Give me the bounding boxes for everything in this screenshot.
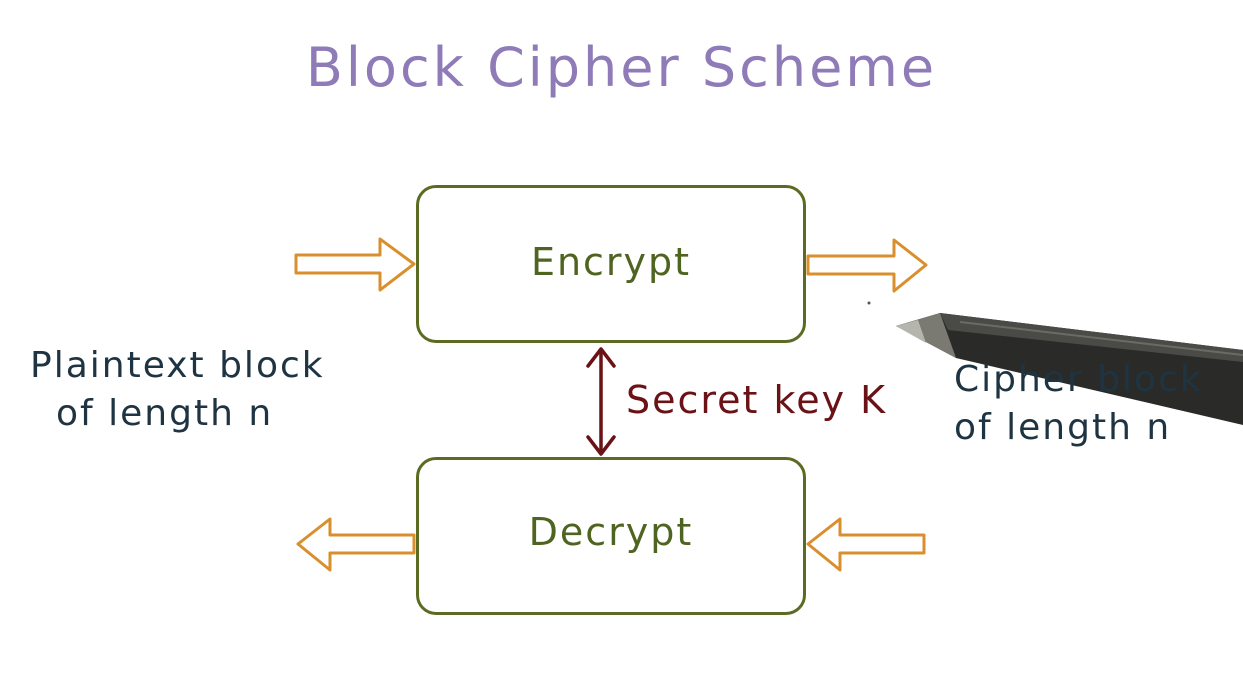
ciphertext-in-arrow — [806, 517, 926, 572]
ink-dot — [867, 301, 871, 305]
plaintext-in-arrow — [294, 237, 416, 292]
plaintext-label-line2: of length n — [56, 393, 274, 434]
secret-key-arrow — [586, 347, 616, 456]
decrypt-box: Decrypt — [416, 457, 806, 615]
diagram-title: Block Cipher Scheme — [305, 36, 938, 99]
encrypt-box: Encrypt — [416, 185, 806, 343]
plaintext-out-arrow — [296, 517, 416, 572]
decrypt-label: Decrypt — [528, 510, 694, 554]
plaintext-label: Plaintext block of length n — [30, 342, 325, 438]
plaintext-label-line1: Plaintext block — [30, 345, 325, 386]
ciphertext-label: Cipher block of length n — [954, 356, 1203, 452]
secret-key-label: Secret key K — [626, 378, 888, 422]
stylus-pen-icon — [896, 313, 1243, 425]
ciphertext-out-arrow — [806, 238, 928, 293]
ciphertext-label-line2: of length n — [954, 407, 1172, 448]
encrypt-label: Encrypt — [530, 240, 692, 284]
ciphertext-label-line1: Cipher block — [954, 359, 1203, 400]
